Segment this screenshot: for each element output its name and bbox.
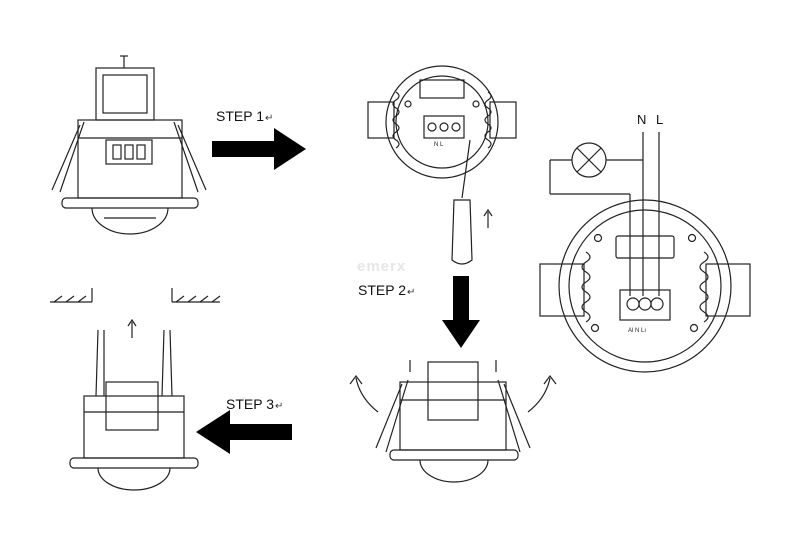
watermark: emerx bbox=[357, 258, 407, 275]
sensor-side-view-rotate bbox=[349, 360, 557, 483]
arrow-left-icon bbox=[196, 410, 292, 454]
sensor-face-view-opening bbox=[367, 65, 517, 265]
return-mark: ↵ bbox=[407, 287, 416, 298]
return-mark: ↵ bbox=[275, 401, 284, 412]
step2-text: STEP 2 bbox=[358, 282, 406, 298]
step1-label: STEP 1↵ bbox=[216, 108, 273, 124]
return-mark: ↵ bbox=[265, 113, 274, 124]
lamp-icon bbox=[571, 142, 607, 178]
sensor-side-view-initial bbox=[51, 55, 207, 235]
step1-text: STEP 1 bbox=[216, 108, 264, 124]
terminal-label-small: N L bbox=[434, 142, 444, 148]
live-label: L bbox=[656, 112, 664, 127]
rotate-icon bbox=[355, 377, 379, 413]
sensor-side-view-installed bbox=[50, 288, 221, 491]
arrow-down-icon bbox=[442, 276, 480, 348]
terminal-label-large: Al N Lı bbox=[628, 328, 646, 334]
wiring-lines bbox=[549, 132, 660, 296]
step2-label: STEP 2↵ bbox=[358, 282, 415, 298]
sensor-face-view-wiring bbox=[539, 199, 751, 373]
step3-label: STEP 3↵ bbox=[226, 396, 283, 412]
arrow-right-icon bbox=[212, 128, 306, 170]
neutral-label: N bbox=[637, 112, 647, 127]
step3-text: STEP 3 bbox=[226, 396, 274, 412]
